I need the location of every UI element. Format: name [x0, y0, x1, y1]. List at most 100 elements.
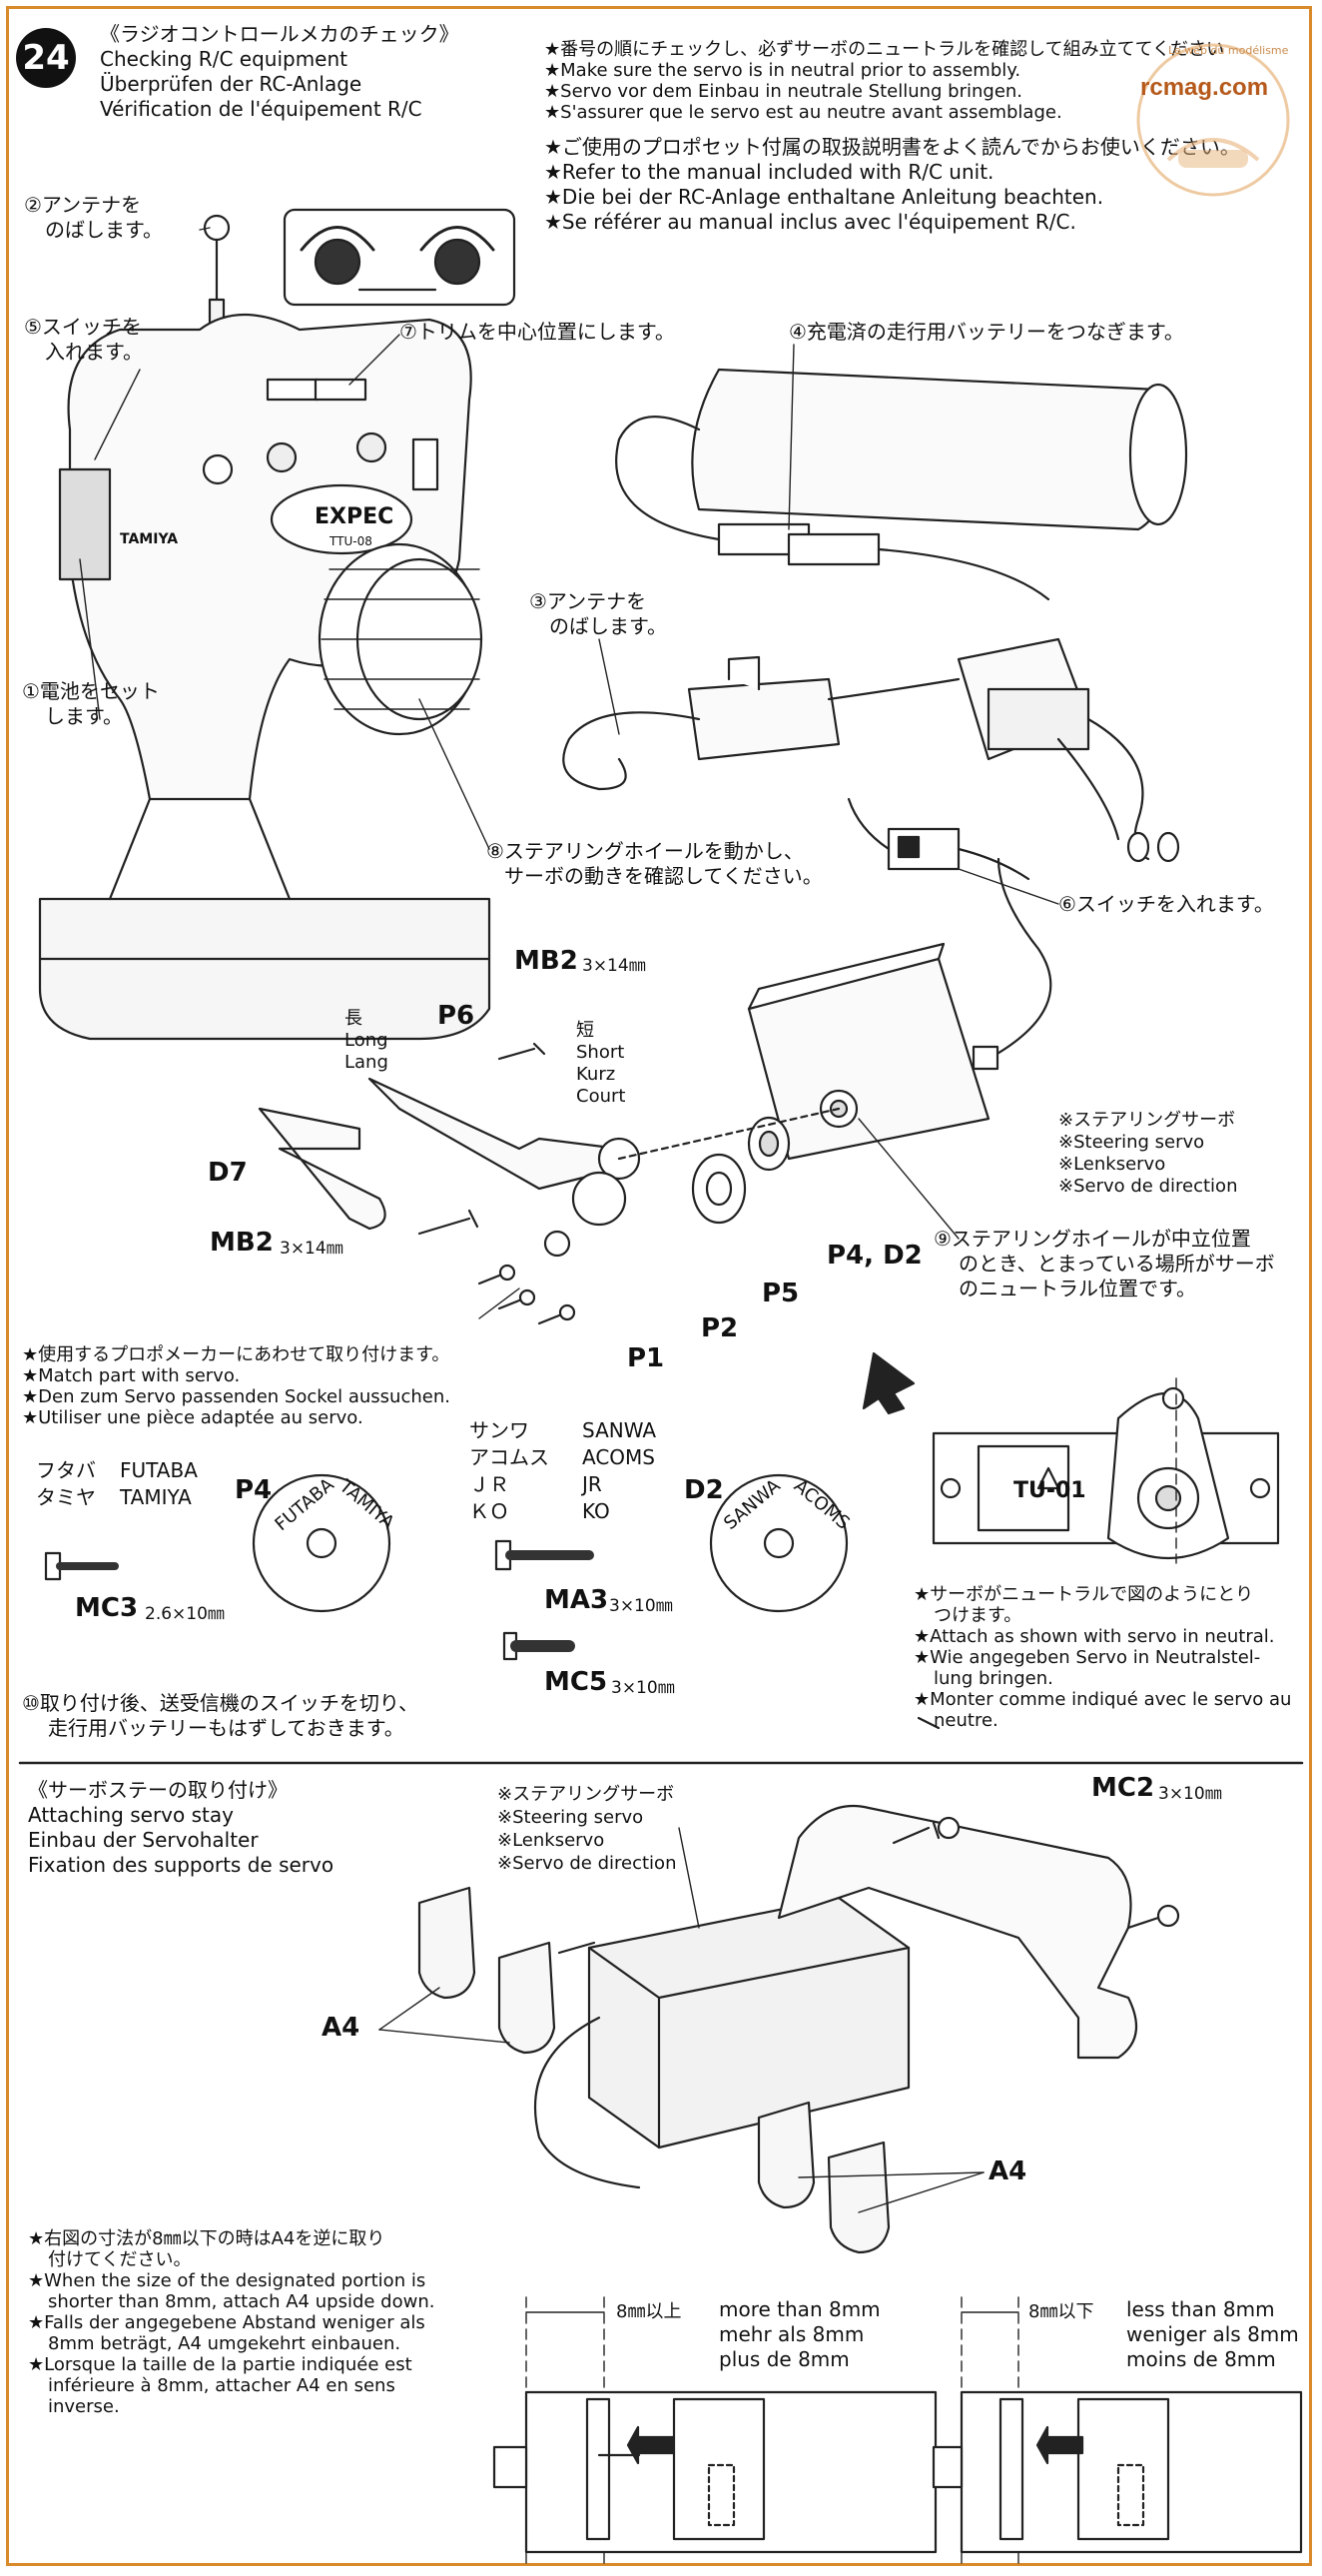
transmitter-brand: TAMIYA: [120, 531, 179, 547]
label-ma3-size: 3×10㎜: [609, 1596, 673, 1616]
dim-right-de: weniger als 8mm: [1126, 2322, 1299, 2346]
label-mb2-bottom: MB2: [210, 1228, 274, 1258]
label-long-ja: 長: [344, 1008, 362, 1029]
brand-sanwa-en: SANWA: [582, 1418, 657, 1442]
size-note-8: inférieure à 8mm, attacher A4 en sens: [48, 2375, 395, 2396]
dimension-diagram-left: [492, 2296, 938, 2568]
label-mb2-top: MB2: [514, 946, 578, 976]
label-short-de: Kurz: [576, 1064, 616, 1085]
servo-label-fr: ※Servo de direction: [1058, 1176, 1238, 1197]
watermark-tagline: Le web du modélisme: [1168, 44, 1289, 57]
callout-1-line2: します。: [45, 704, 123, 728]
label-d7: D7: [208, 1158, 248, 1188]
match-note-fr: ★Utiliser une pièce adaptée au servo.: [22, 1407, 363, 1428]
screw-mc3: [44, 1551, 119, 1581]
callout-10-line2: 走行用バッテリーもはずしておきます。: [48, 1716, 404, 1740]
brand-jr-en: JR: [582, 1472, 602, 1496]
callout-9-line1: ⑨ステアリングホイールが中立位置: [934, 1227, 1251, 1251]
stay-servo-label-fr: ※Servo de direction: [497, 1853, 677, 1874]
watermark-site: rcmag.com: [1140, 74, 1269, 101]
note-top-en: ★Make sure the servo is in neutral prior…: [544, 60, 1021, 81]
brand-ko-ja: ＫＯ: [469, 1499, 509, 1523]
callout-4: ④充電済の走行用バッテリーをつなぎます。: [789, 320, 1184, 344]
callout-9-line3: のニュートラル位置です。: [959, 1277, 1196, 1300]
brand-futaba-ja: フタバ: [36, 1458, 96, 1482]
label-mc5: MC5: [544, 1667, 608, 1697]
label-a4-right: A4: [989, 2156, 1027, 2186]
servo-label-ja: ※ステアリングサーボ: [1058, 1110, 1236, 1131]
neutral-note-2: つけます。: [934, 1605, 1022, 1626]
watermark-logo: rcmag.com Le web du modélisme: [1128, 40, 1298, 200]
label-long-en: Long: [344, 1030, 388, 1051]
label-a4-left: A4: [322, 2013, 360, 2043]
label-mc3: MC3: [75, 1593, 139, 1623]
label-mc2-size: 3×10㎜: [1158, 1784, 1222, 1804]
title-de: Überprüfen der RC-Anlage: [100, 72, 362, 96]
transmitter-model: EXPEC: [315, 504, 394, 529]
size-note-5: ★Falls der angegebene Abstand weniger al…: [28, 2312, 425, 2333]
step-number-badge: 24: [16, 28, 76, 88]
callout-9-line2: のとき、とまっている場所がサーボ: [959, 1252, 1275, 1276]
callout-10-line1: ⑩取り付け後、送受信機のスイッチを切り、: [22, 1691, 419, 1715]
callout-5-line2: 入れます。: [45, 340, 143, 364]
label-p4: P4: [235, 1475, 273, 1505]
label-mb2-top-size: 3×14㎜: [582, 956, 646, 976]
size-note-1: ★右図の寸法が8㎜以下の時はA4を逆に取り: [28, 2228, 385, 2249]
label-short-fr: Court: [576, 1086, 626, 1107]
size-note-3: ★When the size of the designated portion…: [28, 2270, 426, 2291]
callout-2-line1: ②アンテナを: [24, 193, 142, 217]
dim-right-en: less than 8mm: [1126, 2297, 1275, 2321]
esc-switch: [847, 797, 1030, 881]
note-top-de: ★Servo vor dem Einbau in neutrale Stellu…: [544, 81, 1023, 102]
size-note-6: 8mm beträgt, A4 umgekehrt einbauen.: [48, 2333, 401, 2354]
neutral-note-7: neutre.: [934, 1710, 998, 1731]
steering-servo: [747, 857, 1052, 1161]
title-en: Checking R/C equipment: [100, 47, 347, 71]
label-p5: P5: [762, 1279, 800, 1308]
neutral-note-1: ★サーボがニュートラルで図のようにとり: [914, 1584, 1254, 1605]
dimension-diagram-right: [932, 2296, 1303, 2568]
callout-1-line1: ①電池をセット: [22, 679, 160, 703]
brand-tamiya-en: TAMIYA: [120, 1485, 192, 1509]
dim-right-mark: 8㎜以下: [1028, 2301, 1094, 2322]
size-note-7: ★Lorsque la taille de la partie indiquée…: [28, 2354, 412, 2375]
label-p1: P1: [627, 1343, 665, 1373]
dim-left-de: mehr als 8mm: [719, 2322, 865, 2346]
trim-illustration: [283, 208, 516, 307]
callout-8-line1: ⑧ステアリングホイールを動かし、: [486, 839, 804, 863]
servo-label-de: ※Lenkservo: [1058, 1154, 1166, 1175]
stay-title-ja: 《サーボステーの取り付け》: [28, 1778, 288, 1802]
callout-3-line2: のばします。: [549, 614, 667, 638]
servo-stay-illustration: [378, 1716, 1180, 2254]
p4-disc: [252, 1473, 391, 1613]
neutral-note-3: ★Attach as shown with servo in neutral.: [914, 1626, 1275, 1647]
leader-lines: [79, 227, 1059, 1319]
stay-title-en: Attaching servo stay: [28, 1803, 234, 1827]
match-note-de: ★Den zum Servo passenden Sockel aussuche…: [22, 1386, 450, 1407]
note-manual-fr: ★Se référer au manual inclus avec l'équi…: [544, 210, 1076, 234]
neutral-note-4: ★Wie angegeben Servo in Neutralstel-: [914, 1647, 1261, 1668]
callout-3-line1: ③アンテナを: [529, 589, 647, 613]
label-short-ja: 短: [576, 1020, 594, 1041]
stay-servo-label-de: ※Lenkservo: [497, 1830, 605, 1851]
screws-main: [417, 1042, 576, 1325]
callout-8-line2: サーボの動きを確認してください。: [504, 864, 823, 888]
stay-title-fr: Fixation des supports de servo: [28, 1853, 334, 1877]
label-long-de: Lang: [344, 1052, 388, 1073]
transmitter-body: [38, 314, 491, 1041]
neutral-note-6: ★Monter comme indiqué avec le servo au: [914, 1689, 1292, 1710]
stay-title-de: Einbau der Servohalter: [28, 1828, 259, 1852]
brand-futaba-en: FUTABA: [120, 1458, 198, 1482]
note-top-fr: ★S'assurer que le servo est au neutre av…: [544, 102, 1062, 123]
callout-7: ⑦トリムを中心位置にします。: [399, 320, 675, 344]
transmitter-model-sub: TTU-08: [330, 534, 372, 548]
label-ma3: MA3: [544, 1585, 609, 1615]
note-top-ja: ★番号の順にチェックし、必ずサーボのニュートラルを確認して組み立ててください: [544, 39, 1225, 60]
callout-5-line1: ⑤スイッチを: [24, 315, 142, 339]
servo-label-en: ※Steering servo: [1058, 1132, 1205, 1153]
size-note-9: inverse.: [48, 2396, 120, 2417]
label-mc2: MC2: [1091, 1773, 1155, 1803]
battery-pack: [615, 368, 1188, 601]
label-mc5-size: 3×10㎜: [611, 1678, 675, 1698]
